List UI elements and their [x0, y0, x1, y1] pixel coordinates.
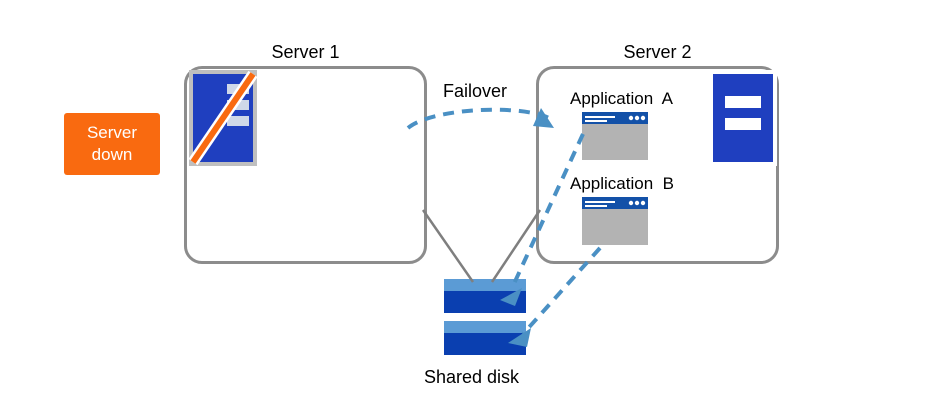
server1-title: Server 1: [271, 42, 340, 62]
server-machine-crossed-out-icon: [188, 70, 258, 166]
failover-arc: [406, 107, 550, 130]
server-down-badge: Server down: [64, 113, 160, 175]
application-b-label: Application B: [570, 174, 674, 193]
server2-disk-line: [490, 209, 542, 283]
shared-disk-label: Shared disk: [424, 367, 520, 387]
failover-label: Failover: [443, 81, 508, 101]
server1-disk-line: [421, 209, 475, 283]
server-down-line1: Server: [86, 123, 138, 142]
server-down-line2: down: [91, 145, 133, 164]
application-window-icon: [582, 197, 648, 245]
server2-title: Server 2: [623, 42, 692, 62]
application-window-icon: [582, 112, 648, 160]
shared-disk-icon: [444, 279, 526, 361]
application-a-label: Application A: [570, 89, 674, 108]
server-machine-icon: [709, 70, 777, 166]
